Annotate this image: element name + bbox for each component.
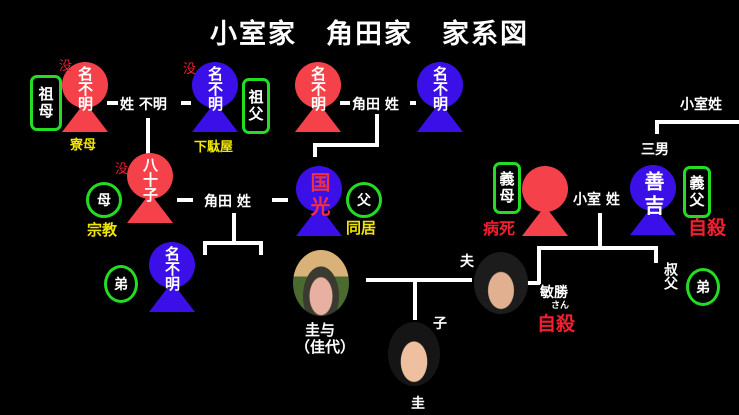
father-note: 同居 (346, 219, 377, 237)
paternal-grandfather-figure: 名不明 (415, 62, 465, 132)
kei-photo (388, 322, 440, 386)
body-shape (296, 206, 342, 236)
connector-line (654, 246, 658, 263)
connector-line (537, 246, 658, 250)
top-komuro-surname: 小室姓 (680, 97, 722, 113)
paternal-grandmother-figure: 名不明 (293, 62, 343, 132)
child-label: 子 (433, 316, 447, 332)
paternal-grandfather-name: 名不明 (431, 66, 449, 111)
grandfather-note: 下駄屋 (194, 140, 234, 155)
head-shape (417, 62, 463, 108)
head-shape (296, 166, 342, 212)
connector-line (313, 143, 379, 147)
body-shape (62, 102, 108, 132)
stepmother-role-badge: 義母 (493, 162, 521, 214)
deceased-mark: 没 (183, 62, 197, 77)
parents-surname: 角田 姓 (204, 194, 251, 210)
connector-line (375, 114, 379, 147)
komuro-surname: 小室 姓 (573, 192, 620, 208)
father-figure: 国光 (294, 166, 344, 236)
connector-line (203, 241, 263, 245)
grandmother-role-badge: 祖母 (30, 75, 62, 131)
uncle-role-badge: 弟 (686, 268, 720, 306)
connector-line (537, 246, 541, 284)
connector-line (107, 101, 118, 105)
child-name: 圭 (411, 396, 425, 412)
brother-role-badge: 弟 (104, 265, 138, 303)
connector-line (413, 278, 417, 320)
paternal-grandmother-name: 名不明 (309, 66, 327, 111)
connector-line (526, 281, 540, 285)
body-shape (192, 102, 238, 132)
uncle-label: 叔父 (662, 262, 678, 290)
connector-line (655, 120, 659, 134)
grandmother-note: 寮母 (70, 138, 97, 153)
husband-note: 自殺 (537, 313, 576, 335)
body-shape (295, 102, 341, 132)
mother-note: 宗教 (87, 221, 118, 239)
stepfather-figure: 善吉 (628, 165, 678, 235)
stepfather-note: 自殺 (688, 217, 727, 239)
body-shape (522, 206, 568, 236)
toshikatsu-photo (474, 252, 528, 314)
connector-line (655, 120, 739, 124)
deceased-mark: 没 (59, 59, 73, 74)
grandfather-figure: 名不明 (190, 62, 240, 132)
connector-line (410, 101, 416, 105)
head-shape (62, 62, 108, 108)
head-shape (295, 62, 341, 108)
connector-line (181, 101, 191, 105)
grandfather-name: 名不明 (206, 66, 224, 111)
kayo-name: 圭与 (305, 321, 336, 339)
husband-label: 夫 (460, 254, 474, 270)
grandparents-surname: 姓 不明 (120, 97, 167, 113)
grandmother-name: 名不明 (76, 66, 94, 111)
kayo-alias: （佳代） (295, 338, 356, 356)
body-shape (417, 102, 463, 132)
husband-honorific: さん (551, 301, 570, 311)
body-shape (127, 193, 173, 223)
head-shape (192, 62, 238, 108)
mother-figure: 八十子 (125, 153, 175, 223)
head-shape (630, 165, 676, 211)
kayo-photo (293, 250, 349, 316)
head-shape (149, 242, 195, 288)
deceased-mark: 没 (115, 162, 129, 177)
connector-line (232, 213, 236, 243)
grandmother-figure: 名不明 (60, 62, 110, 132)
connector-line (340, 101, 350, 105)
grandfather-role-badge: 祖父 (242, 78, 270, 134)
connector-line (366, 278, 472, 282)
mother-name: 八十子 (141, 157, 159, 202)
father-role-badge: 父 (346, 182, 382, 218)
connector-line (272, 198, 288, 202)
connector-line (313, 143, 317, 157)
body-shape (149, 282, 195, 312)
stepmother-figure (520, 166, 570, 236)
brother-name: 名不明 (163, 246, 181, 291)
connector-line (146, 118, 150, 156)
stepfather-role-badge: 義父 (683, 166, 711, 218)
body-shape (630, 205, 676, 235)
connector-line (203, 241, 207, 255)
father-name: 国光 (307, 172, 331, 220)
stepmother-note: 病死 (483, 219, 516, 238)
connector-line (177, 198, 193, 202)
connector-line (598, 213, 602, 248)
mother-role-badge: 母 (86, 182, 122, 218)
connector-line (259, 241, 263, 255)
stepfather-name: 善吉 (641, 171, 665, 219)
paternal-surname: 角田 姓 (352, 97, 399, 113)
husband-name: 敏勝 (540, 285, 568, 301)
stepfather-rank: 三男 (641, 142, 669, 158)
brother-figure: 名不明 (147, 242, 197, 312)
head-shape (522, 166, 568, 212)
head-shape (127, 153, 173, 199)
diagram-title: 小室家 角田家 家系図 (210, 19, 529, 50)
